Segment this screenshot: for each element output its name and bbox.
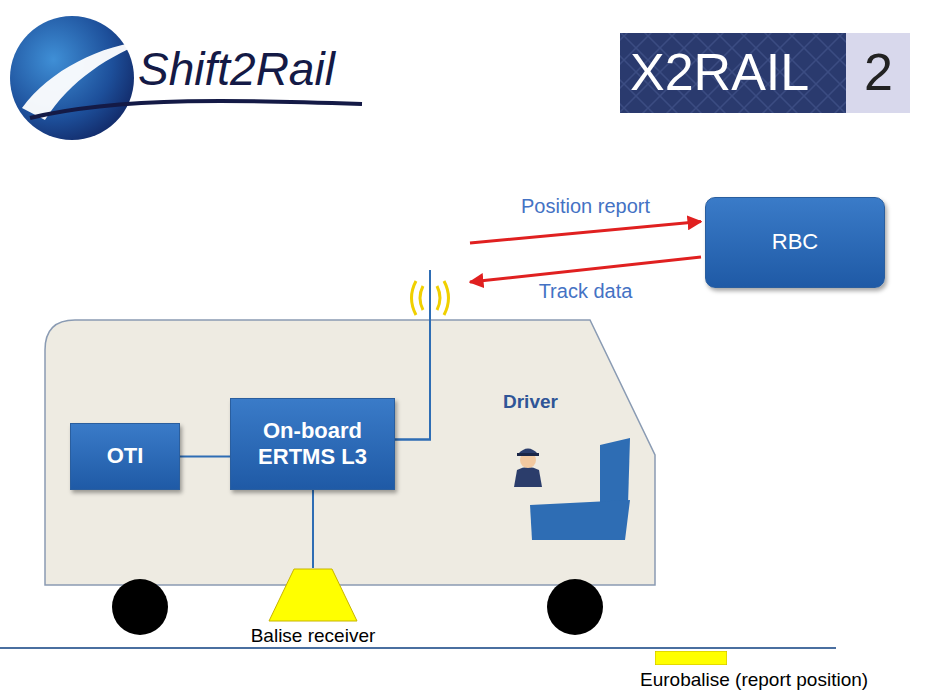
edge-label: Position report <box>519 195 652 217</box>
logo-text: Shift2Rail <box>138 44 335 95</box>
wheel <box>112 579 168 635</box>
logo-number: 2 <box>864 44 893 101</box>
balise-receiver: Balise receiver <box>241 568 386 647</box>
edge-label: Track data <box>537 280 635 302</box>
box-label: OTI <box>107 443 144 469</box>
logo-text: X2RAIL <box>630 44 809 101</box>
receiver-shape <box>268 568 358 622</box>
box-label: RBC <box>772 229 818 255</box>
rail <box>0 647 836 649</box>
part-label: Balise receiver <box>251 625 376 647</box>
wire <box>180 456 230 458</box>
logo-dark-panel <box>620 33 846 113</box>
process-box: On-board ERTMS L3 <box>230 398 395 490</box>
radio-arrow <box>470 257 701 282</box>
antenna-wire <box>395 270 430 439</box>
box-label: On-board ERTMS L3 <box>241 418 384 471</box>
process-box: OTI <box>70 423 180 490</box>
x2rail-logo <box>620 33 910 113</box>
logo-light-panel <box>846 33 910 113</box>
eurobalise: Eurobalise (report position) <box>640 651 868 691</box>
driver-seat <box>530 438 630 540</box>
balise-shape <box>655 651 727 665</box>
wheel <box>547 579 603 635</box>
part-label: Eurobalise (report position) <box>640 669 868 691</box>
connector <box>395 222 701 440</box>
logo-underline <box>30 101 362 118</box>
driver-figure <box>514 449 542 488</box>
antenna-wire <box>395 270 430 439</box>
wire <box>312 490 314 568</box>
receiver-shape <box>269 569 357 621</box>
shift2rail-logo <box>10 16 362 140</box>
radio-arrow <box>470 222 701 243</box>
connector <box>395 257 701 439</box>
connector <box>180 456 230 457</box>
train-body <box>45 320 655 585</box>
balise-shape <box>655 651 727 665</box>
server-box: RBC <box>705 197 885 288</box>
logo-pattern <box>620 33 846 113</box>
person-label: Driver <box>503 392 558 413</box>
connector <box>313 490 314 568</box>
